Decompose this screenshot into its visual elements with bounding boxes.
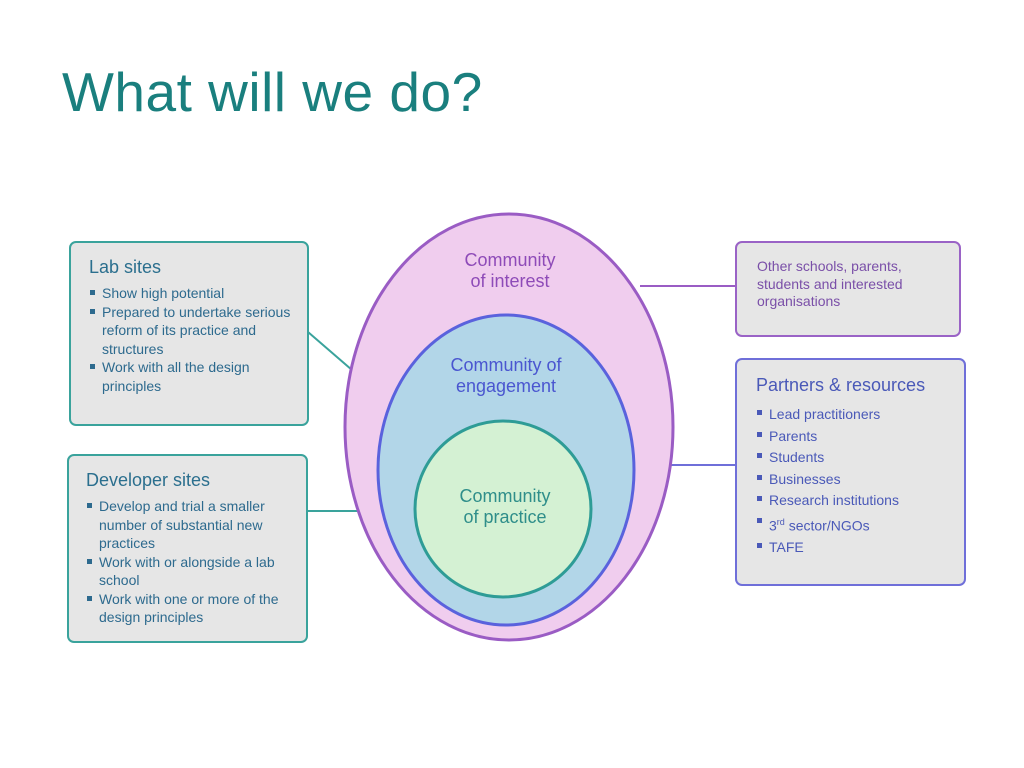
- list-item: Lead practitioners: [756, 404, 952, 426]
- list-item: Develop and trial a smaller number of su…: [86, 497, 292, 553]
- other-schools-box: Other schools, parents, students and int…: [735, 241, 961, 337]
- list-item: Students: [756, 447, 952, 469]
- list-item: Research institutions: [756, 490, 952, 512]
- list-item: Prepared to undertake serious reform of …: [89, 303, 293, 359]
- other-schools-text: Other schools, parents, students and int…: [757, 258, 903, 309]
- developer-sites-heading: Developer sites: [86, 470, 211, 490]
- list-item: 3rd sector/NGOs: [756, 512, 952, 537]
- list-item: Work with all the design principles: [89, 358, 293, 395]
- partners-heading: Partners & resources: [756, 375, 926, 395]
- community-of-practice-ring: [413, 419, 593, 599]
- list-item: TAFE: [756, 537, 952, 559]
- developer-sites-box: Developer sites Develop and trial a smal…: [67, 454, 308, 643]
- community-of-interest-label: Community of interest: [464, 250, 556, 291]
- page-title: What will we do?: [62, 61, 483, 123]
- list-item: Work with or alongside a lab school: [86, 553, 292, 590]
- list-item: Show high potential: [89, 284, 293, 303]
- lab-sites-box: Lab sites Show high potential Prepared t…: [69, 241, 309, 426]
- list-item: Work with one or more of the design prin…: [86, 590, 292, 627]
- partners-box: Partners & resources Lead practitioners …: [735, 358, 966, 586]
- lab-sites-heading: Lab sites: [89, 257, 162, 277]
- community-of-engagement-label: Community of engagement: [450, 355, 562, 396]
- list-item: Businesses: [756, 469, 952, 491]
- community-of-practice-label: Community of practice: [459, 486, 551, 527]
- list-item: Parents: [756, 426, 952, 448]
